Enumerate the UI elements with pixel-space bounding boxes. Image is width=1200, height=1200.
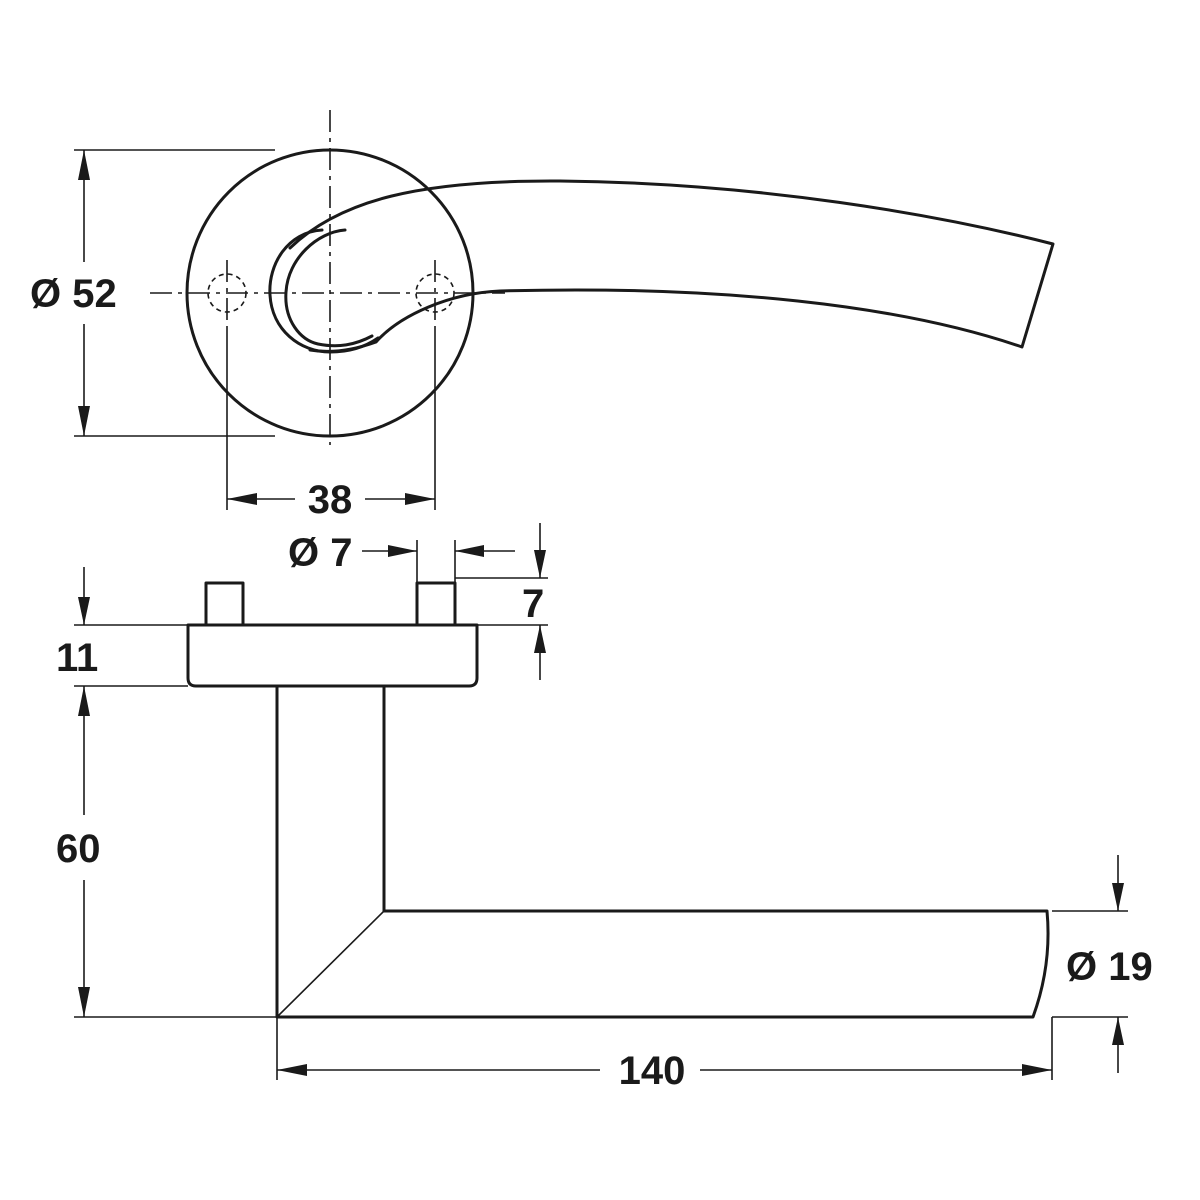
lever-bend-line (276, 910, 385, 1018)
hole-spacing-label: 38 (308, 478, 353, 522)
fixing-pin-right (415, 581, 457, 627)
rose-diameter-label: Ø 52 (30, 272, 117, 316)
fixing-pin-left (204, 581, 245, 627)
dim-pin-diameter: Ø 7 (288, 531, 515, 583)
lever-neck-inner (284, 228, 374, 348)
dim-hole-spacing: 38 (226, 326, 436, 522)
dim-lever-length: 140 (276, 1017, 1053, 1093)
lever-neck (268, 228, 380, 354)
dim-rose-thickness: 11 (56, 567, 188, 687)
dim-lever-diameter: Ø 19 (1052, 855, 1153, 1073)
pin-height-label: 7 (522, 582, 544, 626)
lever-projection-label: 60 (56, 827, 101, 871)
side-view (186, 581, 1050, 1019)
rose-thickness-label: 11 (56, 636, 98, 680)
lever-diameter-label: Ø 19 (1066, 945, 1153, 989)
lever-side-profile (275, 684, 1050, 1019)
dim-pin-height: 7 (455, 523, 548, 680)
rose-plate-side (186, 623, 479, 688)
lever-arm-front (288, 179, 1055, 353)
dim-lever-projection: 60 (56, 686, 277, 1018)
lever-length-label: 140 (619, 1049, 686, 1093)
dim-rose-diameter: Ø 52 (30, 149, 275, 437)
pin-diameter-label: Ø 7 (288, 531, 352, 575)
front-view (150, 110, 1055, 445)
